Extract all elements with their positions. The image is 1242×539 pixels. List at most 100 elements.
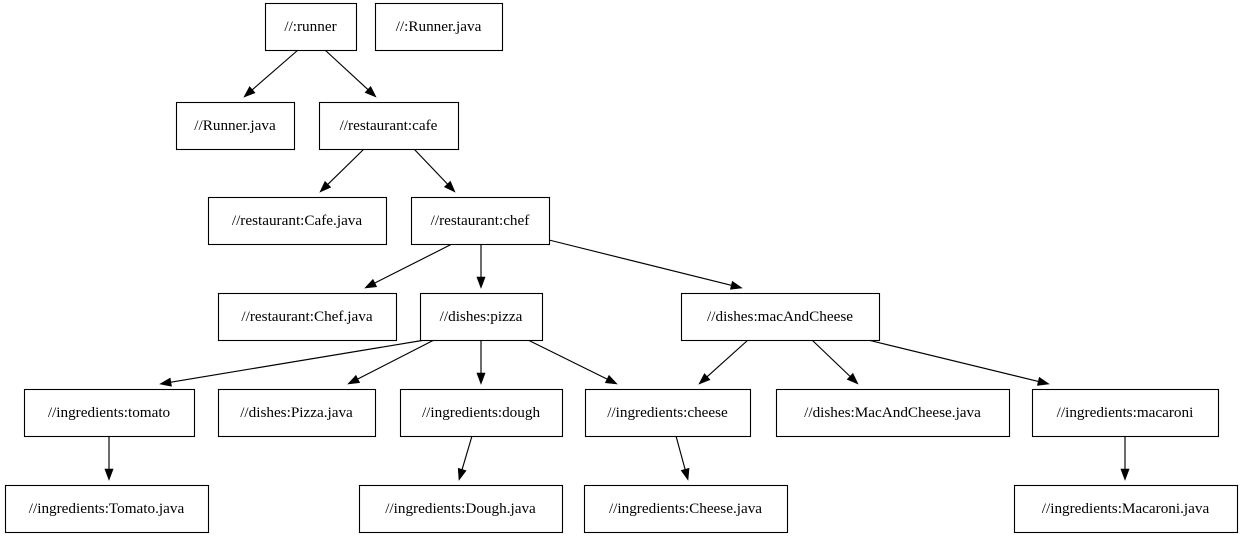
arrowhead-icon — [319, 180, 332, 193]
node-box[interactable] — [584, 388, 752, 438]
arrowhead-icon — [364, 278, 378, 289]
node-label: //restaurant:Cafe.java — [232, 212, 363, 229]
node-box[interactable] — [775, 388, 1011, 438]
edge-line — [374, 243, 453, 284]
edge-dishes_macandcheese-to-dishes_mac_java — [811, 339, 859, 385]
graph-node-ing_dough_java[interactable]: //ingredients:Dough.java — [358, 484, 564, 534]
node-box[interactable] — [23, 388, 196, 438]
arrowhead-icon — [729, 280, 743, 290]
arrowhead-icon — [364, 86, 377, 98]
node-label: //dishes:pizza — [440, 308, 523, 325]
node-box[interactable] — [217, 292, 398, 342]
node-label: //dishes:MacAndCheese.java — [804, 404, 981, 421]
arrowhead-icon — [476, 372, 486, 385]
edge-line — [413, 148, 448, 185]
node-label: //ingredients:Cheese.java — [609, 500, 762, 517]
node-label: //ingredients:dough — [422, 404, 541, 421]
graph-node-restaurant_chef[interactable]: //restaurant:chef — [410, 196, 551, 246]
node-label: //ingredients:cheese — [607, 404, 728, 421]
graph-node-restaurant_cafe_java[interactable]: //restaurant:Cafe.java — [207, 196, 388, 246]
node-box[interactable] — [4, 484, 210, 534]
node-label: //restaurant:Chef.java — [241, 308, 372, 325]
edge-line — [357, 339, 435, 380]
graph-node-runner_java_root[interactable]: //:Runner.java — [374, 2, 504, 52]
edge-line — [327, 148, 365, 185]
node-label: //restaurant:chef — [431, 212, 531, 229]
graph-node-dishes_pizza_java[interactable]: //dishes:Pizza.java — [217, 388, 377, 438]
edge-line — [170, 339, 426, 383]
graph-node-ing_macaroni[interactable]: //ingredients:macaroni — [1031, 388, 1220, 438]
edge-line — [706, 339, 749, 378]
arrowhead-icon — [243, 86, 256, 98]
node-box[interactable] — [374, 2, 504, 52]
arrowhead-icon — [680, 467, 690, 481]
graph-node-ing_macaroni_java[interactable]: //ingredients:Macaroni.java — [1013, 484, 1239, 534]
edge-restaurant_chef-to-restaurant_chef_java — [364, 243, 453, 289]
edge-restaurant_chef-to-dishes_pizza — [476, 244, 486, 289]
edge-line — [324, 49, 369, 90]
node-box[interactable] — [399, 388, 564, 438]
edge-line — [251, 49, 299, 91]
edge-ing_tomato-to-ing_tomato_java — [104, 436, 114, 481]
edge-ing_dough-to-ing_dough_java — [457, 435, 473, 481]
arrowhead-icon — [443, 180, 456, 193]
node-box[interactable] — [207, 196, 388, 246]
node-box[interactable] — [1013, 484, 1239, 534]
edge-restaurant_cafe-to-restaurant_cafe_java — [319, 148, 365, 193]
edge-dishes_pizza-to-ing_tomato — [159, 339, 426, 387]
node-label: //ingredients:Dough.java — [385, 500, 536, 517]
node-box[interactable] — [217, 388, 377, 438]
node-box[interactable] — [419, 292, 544, 342]
graph-node-ing_dough[interactable]: //ingredients:dough — [399, 388, 564, 438]
graph-node-dishes_macandcheese[interactable]: //dishes:macAndCheese — [680, 292, 881, 342]
arrowhead-icon — [457, 467, 467, 481]
graph-node-ing_tomato_java[interactable]: //ingredients:Tomato.java — [4, 484, 210, 534]
graph-node-ing_cheese_java[interactable]: //ingredients:Cheese.java — [583, 484, 789, 534]
graph-node-runner_java[interactable]: //Runner.java — [175, 101, 296, 151]
node-box[interactable] — [318, 101, 460, 151]
node-box[interactable] — [410, 196, 551, 246]
edge-dishes_pizza-to-dishes_pizza_java — [347, 339, 435, 385]
arrowhead-icon — [104, 468, 114, 481]
node-label: //Runner.java — [194, 117, 276, 134]
edge-runner-to-runner_java — [243, 49, 299, 98]
graph-node-restaurant_cafe[interactable]: //restaurant:cafe — [318, 101, 460, 151]
edge-dishes_pizza-to-ing_dough — [476, 340, 486, 385]
node-label: //dishes:Pizza.java — [240, 404, 353, 421]
node-label: //:Runner.java — [396, 18, 482, 35]
edge-dishes_macandcheese-to-ing_macaroni — [867, 339, 1050, 386]
edge-line — [461, 435, 473, 470]
arrowhead-icon — [159, 377, 172, 387]
edges-layer — [104, 49, 1130, 481]
arrowhead-icon — [1120, 468, 1130, 481]
arrowhead-icon — [698, 373, 711, 385]
nodes-layer: //:runner //:Runner.java //Runner.java //re… — [4, 2, 1239, 534]
graph-node-ing_cheese[interactable]: //ingredients:cheese — [584, 388, 752, 438]
graph-node-dishes_mac_java[interactable]: //dishes:MacAndCheese.java — [775, 388, 1011, 438]
arrowhead-icon — [347, 374, 361, 385]
edge-ing_macaroni-to-ing_macaroni_java — [1120, 436, 1130, 481]
graph-node-dishes_pizza[interactable]: //dishes:pizza — [419, 292, 544, 342]
node-label: //dishes:macAndCheese — [707, 308, 853, 325]
node-label: //restaurant:cafe — [340, 117, 438, 134]
node-label: //ingredients:macaroni — [1057, 404, 1194, 421]
node-box[interactable] — [264, 2, 358, 52]
arrowhead-icon — [476, 276, 486, 289]
edge-restaurant_chef-to-dishes_macandcheese — [548, 239, 743, 290]
node-box[interactable] — [358, 484, 564, 534]
node-box[interactable] — [1031, 388, 1220, 438]
node-box[interactable] — [175, 101, 296, 151]
arrowhead-icon — [604, 374, 618, 385]
node-label: //ingredients:Macaroni.java — [1042, 500, 1210, 517]
edge-restaurant_cafe-to-restaurant_chef — [413, 148, 456, 193]
graph-node-runner[interactable]: //:runner — [264, 2, 358, 52]
node-box[interactable] — [680, 292, 881, 342]
arrowhead-icon — [1036, 376, 1050, 386]
edge-dishes_pizza-to-ing_cheese — [527, 339, 618, 385]
node-box[interactable] — [583, 484, 789, 534]
edge-line — [527, 339, 608, 380]
graph-node-ing_tomato[interactable]: //ingredients:tomato — [23, 388, 196, 438]
edge-dishes_macandcheese-to-ing_cheese — [698, 339, 749, 385]
graph-node-restaurant_chef_java[interactable]: //restaurant:Chef.java — [217, 292, 398, 342]
